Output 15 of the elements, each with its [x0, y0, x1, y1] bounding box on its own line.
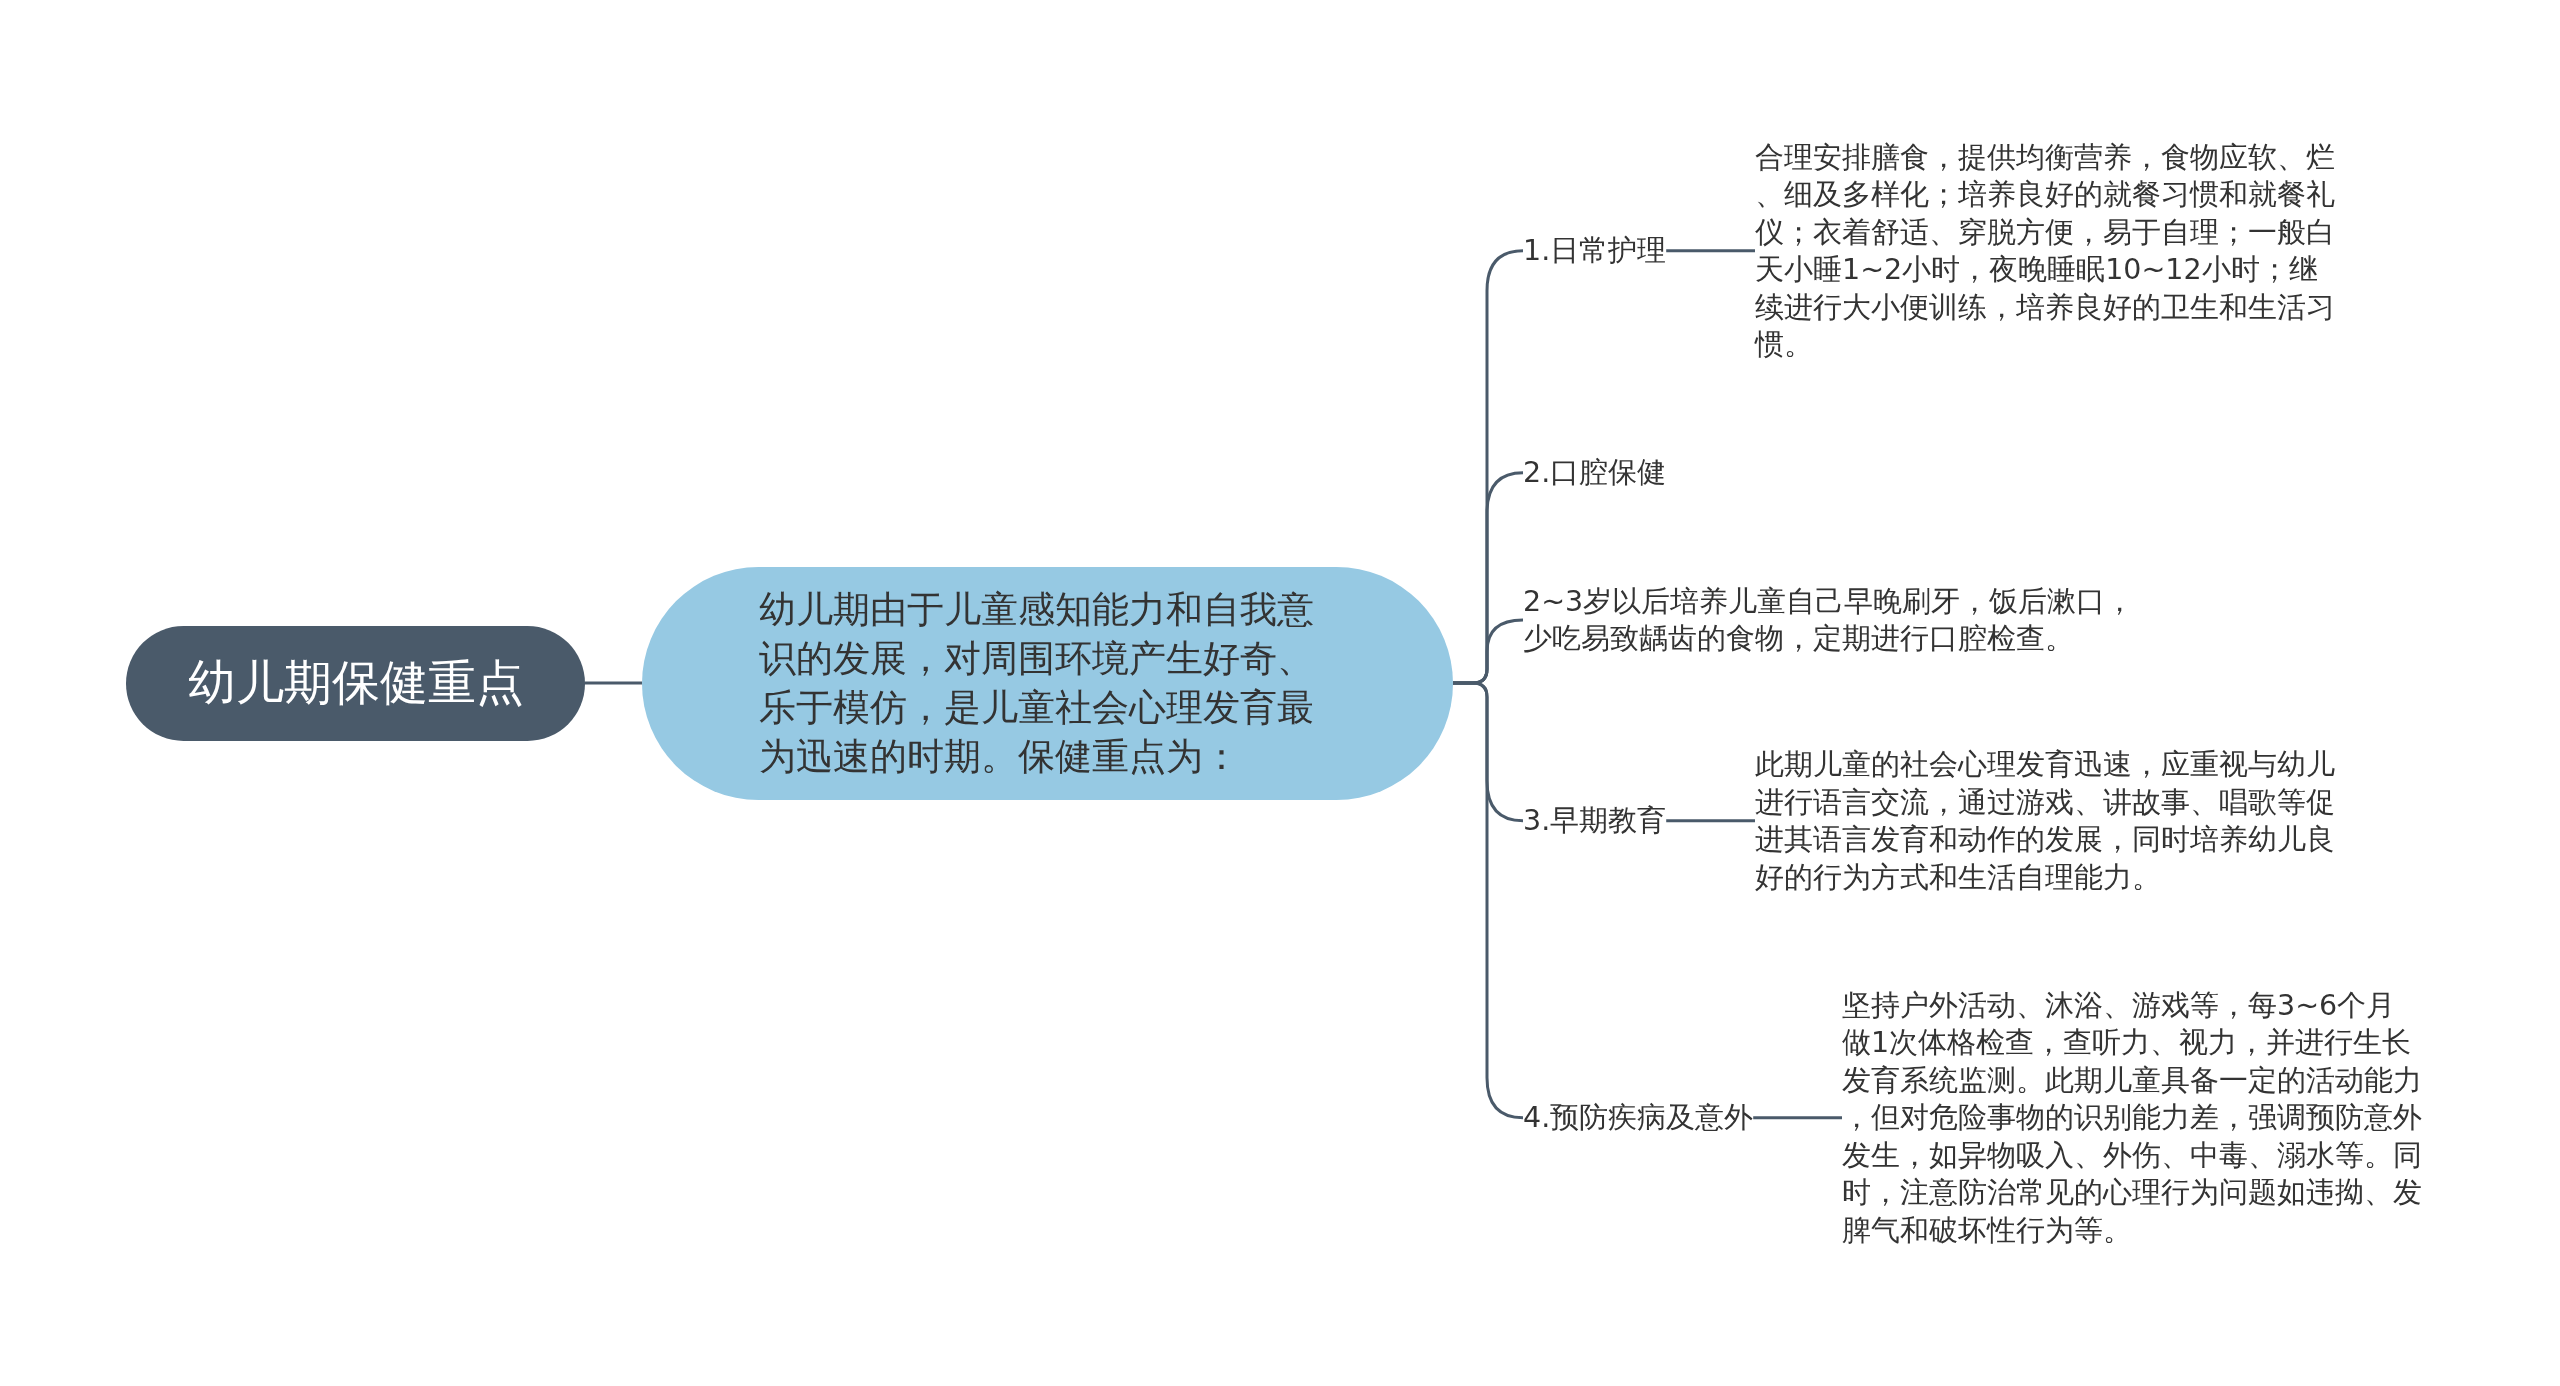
- topic-bubble: 幼儿期由于儿童感知能力和自我意识的发展，对周围环境产生好奇、乐于模仿，是儿童社会心理发育最为迅速的时期。保健重点为：: [642, 566, 1453, 800]
- detail-text: 2~3岁以后培养儿童自己早晚刷牙，饭后漱口，少吃易致龋齿的食物，定期进行口腔检查。: [1523, 582, 2135, 658]
- root-topic-pill: 幼儿期保健重点: [126, 625, 585, 741]
- branch-label: 1.日常护理: [1523, 232, 1667, 270]
- branch-label: 4.预防疾病及意外: [1523, 1099, 1754, 1137]
- detail-text: 坚持户外活动、沐浴、游戏等，每3~6个月做1次体格检查，查听力、视力，并进行生长发育系统监测。此期儿童具备一定的活动能力，但对危险事物的识别能力差，强调预防意外发生，如异物吸入、外伤、中毒、溺水等。同时，注意防治常见的心理行为问题如违拗、发脾气和破坏性行为等。: [1842, 986, 2424, 1249]
- connector-line: [1666, 819, 1755, 823]
- branch-label: 2.口腔保健: [1523, 454, 1667, 492]
- detail-text: 合理安排膳食，提供均衡营养，食物应软、烂、细及多样化；培养良好的就餐习惯和就餐礼仪；衣着舒适、穿脱方便，易于自理；一般白天小睡1~2小时，夜晚睡眠10~12小时；继续进行大小便训练，培养良好的卫生和生活习惯。: [1755, 138, 2337, 364]
- connector-line: [1753, 1116, 1842, 1120]
- connector-line: [585, 681, 642, 685]
- branch-label: 3.早期教育: [1523, 802, 1667, 840]
- connector-line: [1666, 249, 1755, 253]
- detail-text: 此期儿童的社会心理发育迅速，应重视与幼儿进行语言交流，通过游戏、讲故事、唱歌等促进其语言发育和动作的发展，同时培养幼儿良好的行为方式和生活自理能力。: [1755, 746, 2337, 896]
- connector-line: [1453, 681, 1524, 1120]
